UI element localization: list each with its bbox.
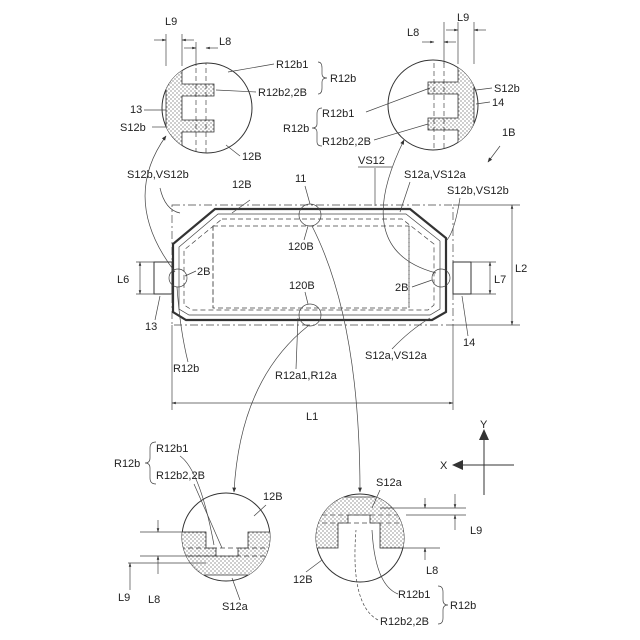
label-L2: L2 bbox=[515, 263, 527, 275]
bl-label-L9: L9 bbox=[118, 592, 130, 604]
tr-label-R12b2-2B: R12b2,2B bbox=[322, 136, 371, 148]
br-label-R12b2-2B: R12b2,2B bbox=[380, 616, 429, 628]
detail-bottom-right: L9 L8 S12a 12B R12b1 R12b R12b2,2B bbox=[293, 477, 482, 628]
right-terminal-tab bbox=[453, 262, 471, 294]
br-label-R12b1: R12b1 bbox=[398, 589, 430, 601]
label-L7: L7 bbox=[494, 274, 506, 286]
tl-label-12B: 12B bbox=[242, 151, 262, 163]
bl-label-R12b: R12b bbox=[114, 458, 140, 470]
label-R12b-main: R12b bbox=[173, 363, 199, 375]
label-2B-right: 2B bbox=[395, 282, 408, 294]
tr-label-L9: L9 bbox=[457, 12, 469, 24]
br-label-L9: L9 bbox=[470, 525, 482, 537]
bl-label-L8: L8 bbox=[148, 594, 160, 606]
br-label-L8: L8 bbox=[426, 565, 438, 577]
label-12B-top: 12B bbox=[232, 179, 252, 191]
label-L6: L6 bbox=[117, 274, 129, 286]
detail-circle-top bbox=[299, 204, 321, 226]
arrow-to-bottom-right-detail bbox=[312, 226, 360, 492]
main-assembly: L1 L2 L6 L7 12B 11 S12b,VS12b VS12 S12a,… bbox=[117, 127, 527, 492]
tl-label-R12b1: R12b1 bbox=[276, 59, 308, 71]
tr-label-R12b: R12b bbox=[283, 123, 309, 135]
tl-label-L9: L9 bbox=[165, 16, 177, 28]
label-13-main: 13 bbox=[145, 321, 157, 333]
detail-top-right: L8 L9 S12b 14 R12b1 R12b R12b2,2B bbox=[283, 12, 520, 155]
br-label-R12b: R12b bbox=[450, 600, 476, 612]
tl-label-R12b2-2B: R12b2,2B bbox=[258, 87, 307, 99]
tl-label-S12b: S12b bbox=[120, 122, 146, 134]
label-R12a1-R12a: R12a1,R12a bbox=[275, 370, 338, 382]
label-2B-left: 2B bbox=[197, 266, 210, 278]
bl-label-R12b2-2B: R12b2,2B bbox=[156, 470, 205, 482]
bl-label-S12a: S12a bbox=[222, 601, 249, 613]
arrow-to-top-right-detail bbox=[383, 140, 436, 273]
body-inner-line bbox=[179, 214, 440, 315]
label-S12a-VS12a-bottom: S12a,VS12a bbox=[365, 350, 428, 362]
tr-label-14: 14 bbox=[492, 97, 504, 109]
detail-circle-right bbox=[432, 269, 450, 287]
label-S12b-VS12b-left: S12b,VS12b bbox=[127, 169, 189, 181]
detail-top-left: L9 L8 R12b1 R12b2,2B R12b 13 S12b 12B bbox=[120, 16, 356, 163]
br-label-S12a: S12a bbox=[376, 477, 403, 489]
envelope-rect bbox=[172, 205, 453, 325]
label-14-main: 14 bbox=[463, 337, 475, 349]
tr-label-S12b: S12b bbox=[494, 83, 520, 95]
tr-label-L8: L8 bbox=[407, 27, 419, 39]
label-VS12: VS12 bbox=[358, 155, 385, 167]
inner-area bbox=[213, 226, 409, 308]
bl-label-R12b1: R12b1 bbox=[156, 443, 188, 455]
tr-label-R12b1: R12b1 bbox=[322, 108, 354, 120]
label-S12b-VS12b-right: S12b,VS12b bbox=[447, 185, 509, 197]
tl-label-L8: L8 bbox=[219, 36, 231, 48]
label-S12a-VS12a-top: S12a,VS12a bbox=[404, 169, 467, 181]
label-120B-top: 120B bbox=[288, 241, 314, 253]
label-L1: L1 bbox=[306, 411, 318, 423]
tl-label-13: 13 bbox=[130, 104, 142, 116]
label-11: 11 bbox=[295, 173, 306, 185]
seal-line bbox=[184, 219, 434, 310]
bl-label-12B: 12B bbox=[263, 491, 283, 503]
detail-bottom-left: L9 L8 S12a R12b R12b1 R12b2,2B 12B bbox=[114, 442, 283, 613]
xy-axes: Y X bbox=[440, 419, 514, 495]
br-label-12B: 12B bbox=[293, 574, 313, 586]
label-120B-bottom: 120B bbox=[289, 280, 315, 292]
arrow-to-top-left-detail bbox=[145, 136, 175, 272]
label-1B: 1B bbox=[502, 127, 515, 139]
axis-label-Y: Y bbox=[480, 419, 488, 431]
tl-label-R12b: R12b bbox=[330, 73, 356, 85]
axis-label-X: X bbox=[440, 460, 448, 472]
